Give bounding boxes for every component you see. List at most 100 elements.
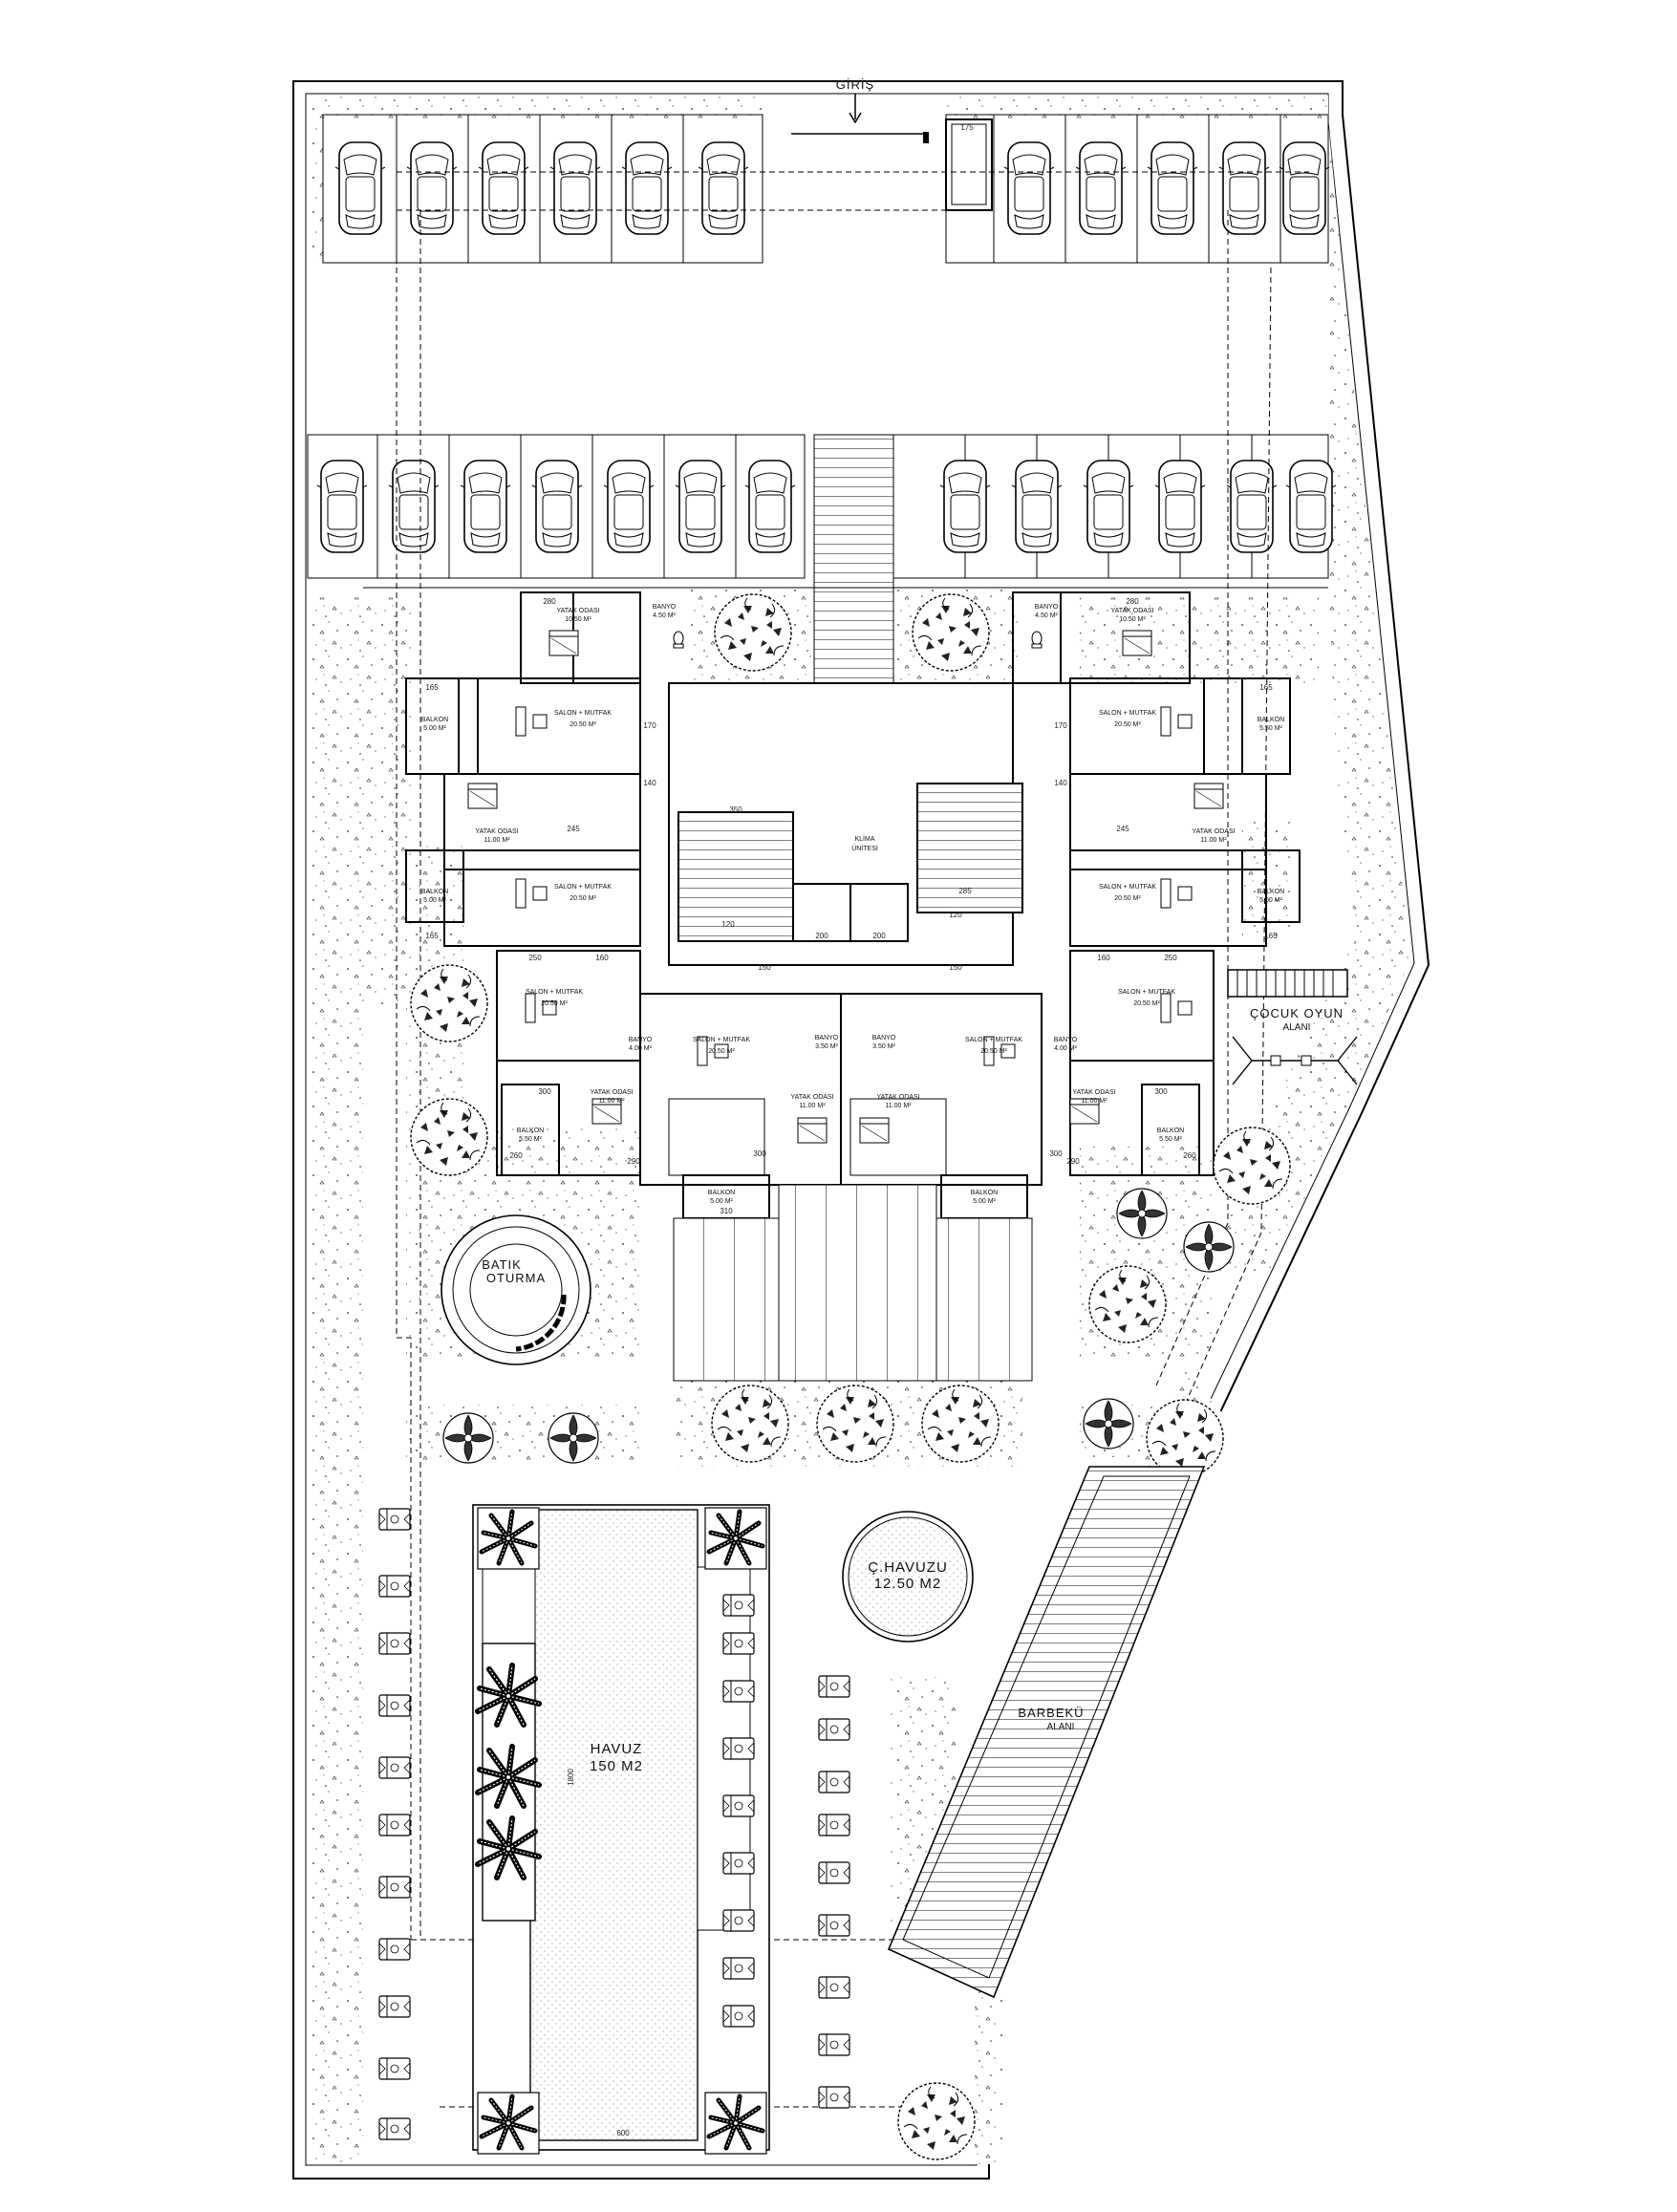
room-area: 3.50 M²	[815, 1043, 838, 1050]
parking-top	[322, 114, 1330, 264]
room-name: BALKON	[421, 717, 448, 723]
room-area: 10.50 M²	[565, 616, 591, 623]
svg-text:140: 140	[1054, 779, 1067, 787]
svg-text:310: 310	[720, 1207, 733, 1215]
svg-text:165: 165	[1264, 932, 1278, 940]
svg-text:280: 280	[1126, 597, 1139, 606]
room-name: SALON + MUTFAK	[554, 884, 612, 891]
room-name: SALON + MUTFAK	[554, 710, 612, 717]
room-name: YATAK ODASI	[790, 1094, 833, 1101]
entrance: GİRİŞ 175	[791, 77, 974, 143]
svg-text:285: 285	[958, 887, 972, 895]
room-area: 11.00 M²	[799, 1103, 826, 1109]
svg-text:200: 200	[872, 932, 886, 940]
svg-text:150: 150	[949, 963, 962, 972]
room-area: 5.00 M²	[710, 1198, 733, 1205]
svg-text:280: 280	[543, 597, 556, 606]
room-area: 5.50 M²	[1159, 1136, 1182, 1143]
svg-text:150: 150	[758, 963, 771, 972]
klima-label: KLİMA	[854, 834, 874, 843]
svg-text:290: 290	[1066, 1157, 1080, 1166]
sunken-seating: BATIK OTURMA	[441, 1214, 591, 1365]
room-area: 11.00 M²	[885, 1103, 912, 1109]
room-name: YATAK ODASI	[590, 1089, 633, 1096]
room-area: 11.00 M²	[484, 837, 510, 844]
svg-text:170: 170	[1054, 721, 1067, 730]
svg-text:250: 250	[1164, 954, 1177, 962]
room-area: 4.00 M²	[1054, 1045, 1077, 1052]
svg-text:120: 120	[949, 911, 962, 919]
room-name: SALON + MUTFAK	[693, 1037, 750, 1043]
room-area: 5.00 M²	[423, 725, 446, 732]
building: YATAK ODASI 10.50 M² BANYO 4.50 M² BANYO…	[405, 591, 1301, 1382]
barbeku-label: ALANI	[1047, 1722, 1075, 1732]
room-name: YATAK ODASI	[1110, 608, 1153, 614]
room-name: BALKON	[708, 1190, 735, 1196]
room-name: BALKON	[1258, 889, 1284, 895]
room-name: YATAK ODASI	[556, 608, 599, 614]
svg-text:120: 120	[721, 920, 735, 929]
barbeku-label: BARBEKÜ	[1018, 1706, 1084, 1720]
room-name: BALKON	[1258, 717, 1284, 723]
room-name: BANYO	[653, 604, 677, 611]
pool-width: 600	[616, 2129, 630, 2137]
room-area: 5.00 M²	[423, 897, 446, 904]
children-pool: Ç.HAVUZU 12.50 M2	[842, 1511, 974, 1643]
room-area: 4.50 M²	[653, 612, 676, 619]
room-name: SALON + MUTFAK	[1099, 884, 1156, 891]
svg-text:165: 165	[425, 683, 439, 692]
room-area: 5.50 M²	[1259, 725, 1282, 732]
room-area: 4.00 M²	[629, 1045, 652, 1052]
room-name: YATAK ODASI	[876, 1094, 919, 1101]
room-area: 11.00 M²	[1200, 837, 1227, 844]
svg-text:300: 300	[1049, 1149, 1063, 1158]
cocuk-havuzu-label: Ç.HAVUZU	[868, 1559, 948, 1576]
havuz-label: 150 M2	[590, 1758, 643, 1774]
klima-label: ÜNİTESİ	[851, 844, 878, 852]
children-play-area: ÇOCUK OYUN ALANI	[1227, 969, 1358, 1085]
room-name: YATAK ODASI	[475, 828, 518, 835]
room-area: 20.50 M²	[1114, 895, 1141, 902]
barbecue-area: BARBEKÜ ALANI	[887, 1466, 1206, 1999]
room-area: 20.50 M²	[708, 1048, 735, 1055]
room-area: 20.50 M²	[1133, 1000, 1160, 1007]
room-area: 4.50 M²	[1035, 612, 1058, 619]
room-labels: YATAK ODASI 10.50 M² BANYO 4.50 M² BANYO…	[421, 604, 1284, 1205]
svg-text:160: 160	[595, 954, 609, 962]
room-area: 20.50 M²	[1114, 721, 1141, 728]
dimension-labels: 280 280 165 165 170 170 140 140 245 245 …	[425, 597, 1278, 1215]
room-name: SALON + MUTFAK	[965, 1037, 1022, 1043]
main-pool: HAVUZ 150 M2 1800 600	[472, 1504, 770, 2154]
room-area: 3.50 M²	[872, 1043, 895, 1050]
room-area: 5.50 M²	[519, 1136, 542, 1143]
svg-text:300: 300	[1154, 1087, 1168, 1096]
svg-text:245: 245	[567, 825, 580, 833]
room-name: SALON + MUTFAK	[1099, 710, 1156, 717]
room-name: YATAK ODASI	[1072, 1089, 1115, 1096]
svg-text:165: 165	[1259, 683, 1273, 692]
room-name: BALKON	[421, 889, 448, 895]
parking-middle	[307, 434, 1337, 684]
svg-text:300: 300	[538, 1087, 551, 1096]
room-area: 10.50 M²	[1119, 616, 1146, 623]
room-area: 20.50 M²	[541, 1000, 568, 1007]
pool-length: 1800	[567, 1769, 575, 1786]
cocuk-oyun-label: ÇOCUK OYUN	[1250, 1006, 1344, 1020]
svg-text:165: 165	[425, 932, 439, 940]
room-name: BANYO	[872, 1035, 896, 1042]
entrance-dim: 175	[960, 123, 974, 132]
svg-text:140: 140	[643, 779, 656, 787]
room-name: BALKON	[517, 1127, 544, 1134]
svg-text:300: 300	[753, 1149, 766, 1158]
room-name: BANYO	[1054, 1037, 1078, 1043]
svg-text:170: 170	[643, 721, 656, 730]
room-name: BANYO	[1035, 604, 1059, 611]
batik-oturma-label: OTURMA	[486, 1271, 546, 1285]
svg-text:350: 350	[729, 805, 742, 814]
room-area: 11.00 M²	[598, 1098, 625, 1105]
svg-text:290: 290	[627, 1157, 640, 1166]
room-name: YATAK ODASI	[1192, 828, 1235, 835]
svg-text:160: 160	[1097, 954, 1110, 962]
room-name: BALKON	[971, 1190, 998, 1196]
